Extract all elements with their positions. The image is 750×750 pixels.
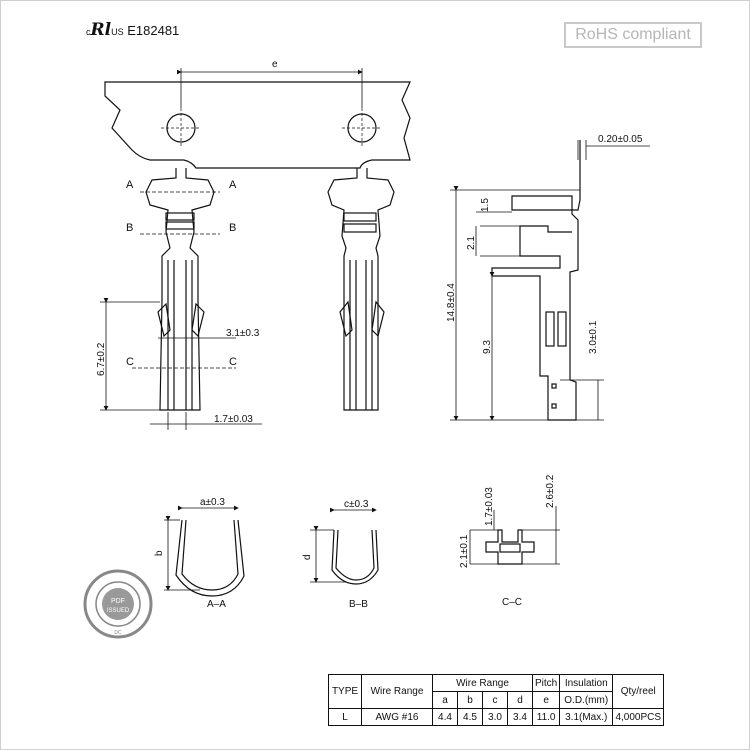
table-row: L AWG #16 4.4 4.5 3.0 3.4 11.0 3.1(Max.)… bbox=[328, 708, 665, 726]
carrier-strip bbox=[104, 81, 411, 169]
th-qty: Qty/reel bbox=[612, 674, 665, 709]
cell-od: 3.1(Max.) bbox=[559, 708, 614, 726]
company-stamp: PDF ISSUED DC bbox=[83, 569, 153, 639]
section-bb-shape bbox=[331, 529, 379, 585]
dim-a: a±0.3 bbox=[200, 497, 225, 508]
th-d: d bbox=[507, 691, 533, 709]
cell-awg: AWG #16 bbox=[361, 708, 433, 726]
terminal-right bbox=[327, 168, 395, 411]
section-aa-shape bbox=[175, 519, 245, 597]
th-b: b bbox=[457, 691, 483, 709]
section-mark-a-left: A bbox=[126, 179, 134, 191]
th-c: c bbox=[482, 691, 508, 709]
th-pitch: Pitch bbox=[531, 674, 561, 692]
dim-3-1: 3.1±0.3 bbox=[226, 328, 260, 339]
section-cc-shape bbox=[485, 529, 535, 565]
th-wire-range-group: Wire Range bbox=[432, 674, 533, 692]
th-a: a bbox=[432, 691, 458, 709]
dim-cc-2-1: 2.1±0.1 bbox=[459, 534, 470, 568]
dim-1-7: 1.7±0.03 bbox=[214, 414, 253, 425]
section-mark-a-right: A bbox=[229, 179, 237, 191]
dim-thickness: 0.20±0.05 bbox=[598, 134, 643, 145]
th-insulation: Insulation bbox=[559, 674, 614, 692]
terminal-side-view bbox=[491, 140, 581, 421]
cell-type: L bbox=[328, 708, 362, 726]
dim-2-1: 2.1 bbox=[466, 236, 477, 250]
stamp-pdf: PDF bbox=[111, 598, 125, 605]
stamp-dc: DC bbox=[114, 630, 122, 636]
section-mark-b-right: B bbox=[229, 222, 236, 234]
label-section-aa: A–A bbox=[207, 599, 226, 610]
label-section-bb: B–B bbox=[349, 599, 368, 610]
th-od: O.D.(mm) bbox=[559, 691, 614, 709]
ul-certification: cRlUS E182481 bbox=[86, 20, 179, 40]
cell-e: 11.0 bbox=[531, 708, 561, 726]
label-section-cc: C–C bbox=[502, 597, 522, 608]
section-mark-c-right: C bbox=[229, 356, 237, 368]
dim-c: c±0.3 bbox=[344, 499, 369, 510]
dim-d: d bbox=[302, 554, 313, 560]
dim-b: b bbox=[154, 550, 165, 556]
cell-a: 4.4 bbox=[432, 708, 458, 726]
cell-b: 4.5 bbox=[457, 708, 483, 726]
dim-cc-2-6: 2.6±0.2 bbox=[545, 474, 556, 508]
th-e: e bbox=[531, 691, 561, 709]
spec-table: TYPE Wire Range Wire Range Pitch Insulat… bbox=[328, 674, 665, 726]
dim-overall: 14.8±0.4 bbox=[446, 283, 457, 322]
cert-us: US bbox=[111, 27, 124, 37]
section-mark-c-left: C bbox=[126, 356, 134, 368]
dim-3-0: 3.0±0.1 bbox=[588, 320, 599, 354]
cert-file-number: E182481 bbox=[127, 23, 180, 38]
rohs-badge: RoHS compliant bbox=[564, 22, 702, 48]
terminal-left bbox=[145, 168, 215, 411]
cell-d: 3.4 bbox=[507, 708, 533, 726]
section-mark-b-left: B bbox=[126, 222, 133, 234]
th-type: TYPE bbox=[328, 674, 362, 709]
dim-cc-1-7: 1.7±0.03 bbox=[484, 487, 495, 526]
dim-9-3: 9.3 bbox=[482, 340, 493, 354]
dim-6-7: 6.7±0.2 bbox=[96, 342, 107, 376]
ul-logo: Rl bbox=[90, 20, 112, 40]
th-wire-range: Wire Range bbox=[361, 674, 433, 709]
dim-1-5: 1.5 bbox=[480, 198, 491, 212]
dim-pitch-e: e bbox=[272, 59, 278, 70]
cell-c: 3.0 bbox=[482, 708, 508, 726]
cert-c: c bbox=[86, 27, 91, 37]
stamp-issued: ISSUED bbox=[107, 608, 130, 614]
cell-qty: 4,000PCS bbox=[612, 708, 665, 726]
